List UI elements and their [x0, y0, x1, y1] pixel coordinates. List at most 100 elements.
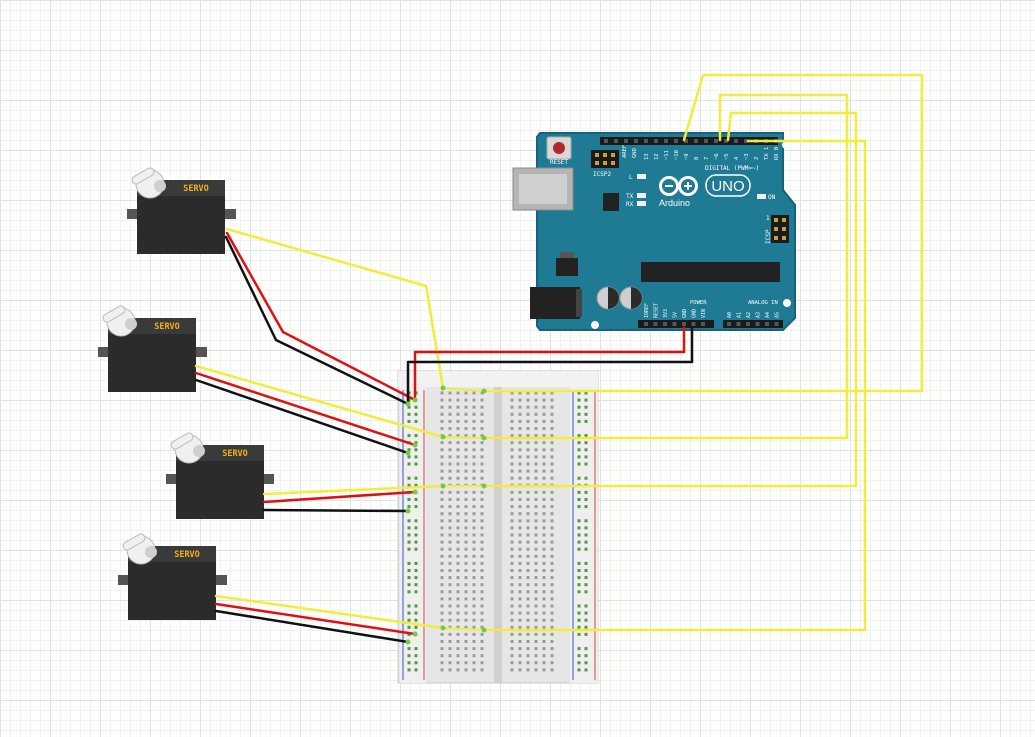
digital-pin-label: ~3 [744, 153, 750, 160]
breadboard-hole [542, 618, 546, 622]
rail-hole [577, 448, 581, 452]
digital-pin-label: 7 [704, 157, 710, 160]
rail-hole [577, 398, 581, 402]
digital-pin [664, 139, 668, 143]
rail-hole [577, 647, 581, 651]
mounting-hole [591, 321, 599, 329]
breadboard-hole [526, 625, 530, 629]
breadboard-hole [456, 419, 460, 423]
breadboard-hole [542, 526, 546, 530]
breadboard-hole [550, 441, 554, 445]
icsp2-label: ICSP2 [593, 171, 611, 178]
breadboard-hole [472, 405, 476, 409]
reset-button-cap[interactable] [553, 142, 565, 154]
breadboard-hole [534, 405, 538, 409]
breadboard-hole [472, 647, 476, 651]
breadboard-hole [550, 455, 554, 459]
breadboard-hole [510, 654, 514, 658]
breadboard-hole [542, 661, 546, 665]
breadboard-hole [456, 519, 460, 523]
breadboard-hole [534, 576, 538, 580]
breadboard-header [398, 371, 598, 387]
digital-header [600, 137, 778, 145]
breadboard-hole [550, 405, 554, 409]
breadboard-hole [480, 569, 484, 572]
breadboard-hole [464, 597, 468, 601]
rail-hole [414, 547, 418, 551]
breadboard-hole [526, 441, 530, 445]
rail-hole [407, 561, 411, 565]
breadboard-hole [472, 583, 476, 587]
breadboard-hole [448, 561, 452, 565]
rail-hole [577, 455, 581, 459]
breadboard-hole [456, 427, 460, 430]
digital-pin-label: ~6 [714, 153, 720, 160]
breadboard-hole [480, 419, 484, 423]
power-pin [701, 322, 705, 326]
breadboard-hole [526, 668, 530, 672]
breadboard-hole [534, 455, 538, 459]
rail-hole [414, 618, 418, 622]
breadboard-hole [534, 632, 538, 636]
breadboard-hole [448, 668, 452, 672]
digital-pin [724, 139, 728, 143]
breadboard-hole [440, 618, 444, 622]
breadboard-hole [464, 526, 468, 530]
digital-pin-label: TX 1 [764, 147, 770, 160]
breadboard-hole [456, 526, 460, 530]
breadboard-hole [550, 533, 554, 537]
breadboard-hole [472, 398, 476, 402]
breadboard-hole [440, 604, 444, 608]
breadboard-hole [456, 632, 460, 636]
breadboard-hole [534, 498, 538, 501]
rail-hole [584, 455, 588, 459]
breadboard-hole [526, 476, 530, 480]
breadboard-hole [440, 654, 444, 658]
analog-pin [774, 322, 779, 326]
breadboard-hole [464, 640, 468, 643]
breadboard-hole [518, 434, 522, 438]
breadboard-hole [526, 533, 530, 537]
arduino-5v-wire [413, 326, 686, 402]
breadboard-hole [480, 647, 484, 651]
breadboard-hole [534, 597, 538, 601]
breadboard-hole [510, 455, 514, 459]
breadboard-hole [472, 476, 476, 480]
breadboard-hole [550, 597, 554, 601]
breadboard-hole [542, 462, 546, 466]
breadboard-hole [472, 498, 476, 501]
rail-hole [414, 590, 418, 594]
breadboard-hole [440, 554, 444, 558]
usb-chip [603, 193, 619, 211]
rail-hole [414, 448, 418, 452]
breadboard-hole [456, 583, 460, 587]
power-pin-label: IOREF [644, 303, 650, 318]
rail-hole [584, 419, 588, 423]
breadboard-hole [456, 498, 460, 501]
breadboard-hole [526, 661, 530, 665]
power-pin [644, 322, 648, 326]
breadboard-hole [464, 625, 468, 629]
breadboard-hole [550, 462, 554, 466]
digital-pin [684, 139, 688, 143]
reset-label: RESET [550, 159, 568, 166]
breadboard-hole [518, 597, 522, 601]
breadboard-hole [464, 462, 468, 466]
breadboard-hole [440, 569, 444, 572]
digital-pin-label: ~10 [674, 150, 680, 160]
breadboard-hole [550, 526, 554, 530]
breadboard-hole [550, 498, 554, 501]
signal-wire-pin-3 [482, 139, 867, 632]
power-label: POWER [690, 300, 707, 306]
breadboard-hole [550, 576, 554, 580]
breadboard-hole [534, 469, 538, 473]
servo-4-spline [145, 546, 157, 558]
breadboard-hole [550, 519, 554, 523]
row-jumper-1 [442, 387, 485, 392]
servo-1-spline [154, 180, 166, 192]
breadboard-hole [534, 625, 538, 629]
digital-pin-label: 13 [644, 153, 650, 160]
breadboard-hole [480, 632, 484, 636]
breadboard-hole [526, 632, 530, 636]
rail-hole [407, 590, 411, 594]
